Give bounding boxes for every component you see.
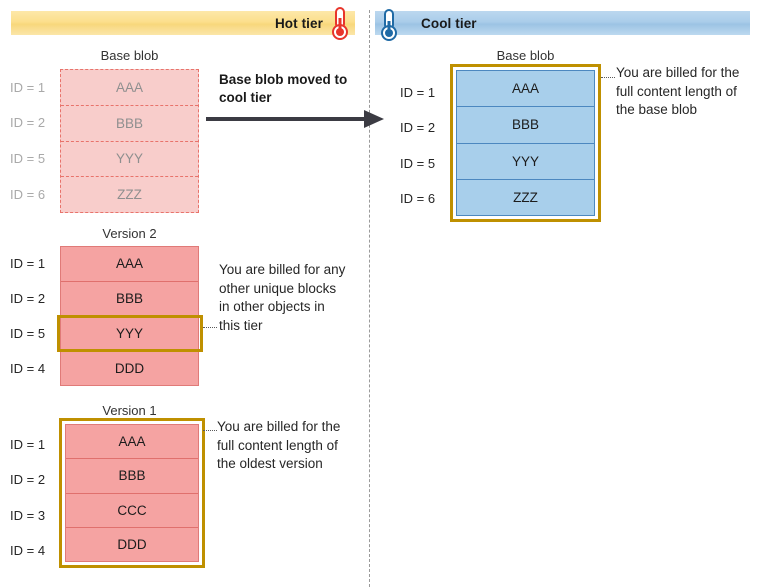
table-row: AAA <box>457 71 594 108</box>
table-row: BBB <box>61 282 198 317</box>
hot-version1-id-4: ID = 4 <box>10 543 46 558</box>
leader-line-version1 <box>203 430 217 431</box>
table-row: YYY <box>457 144 594 180</box>
annotation-version2: You are billed for any other unique bloc… <box>219 262 346 333</box>
hot-version1-id-3: ID = 3 <box>10 508 46 523</box>
annotation-cool-base: You are billed for the full content leng… <box>616 65 740 118</box>
thermometer-cool-icon <box>378 8 400 47</box>
hot-version2-table: AAA BBB YYY DDD <box>60 246 199 386</box>
table-row: AAA <box>66 425 198 460</box>
table-row: ZZZ <box>117 187 142 203</box>
table-row: ZZZ <box>513 189 538 205</box>
hot-version2-id-4: ID = 4 <box>10 361 46 376</box>
table-row: AAA <box>61 70 198 106</box>
hot-base-blob-id-4: ID = 6 <box>10 187 46 202</box>
cool-tier-label: Cool tier <box>421 15 477 31</box>
cool-base-blob-id-3: ID = 5 <box>400 156 436 171</box>
hot-base-blob-table: AAA BBB YYY ZZZ <box>60 69 199 213</box>
hot-version1-id-1: ID = 1 <box>10 437 46 452</box>
hot-base-blob-id-1: ID = 1 <box>10 80 46 95</box>
hot-base-blob-id-2: ID = 2 <box>10 115 46 130</box>
thermometer-hot-icon <box>329 6 351 47</box>
hot-version2-id-3: ID = 5 <box>10 326 46 341</box>
cool-base-blob-id-1: ID = 1 <box>400 85 436 100</box>
hot-version1-id-2: ID = 2 <box>10 472 46 487</box>
hot-version2-id-2: ID = 2 <box>10 291 46 306</box>
hot-base-blob-title: Base blob <box>100 48 159 63</box>
hot-tier-label: Hot tier <box>274 15 323 31</box>
table-row: YYY <box>61 142 198 178</box>
tier-divider <box>369 10 370 587</box>
hot-version2-id-1: ID = 1 <box>10 256 46 271</box>
cool-base-blob-table: AAA BBB YYY ZZZ <box>456 70 595 216</box>
table-row: YYY <box>61 317 198 352</box>
cool-base-blob-id-4: ID = 6 <box>400 191 436 206</box>
leader-line-version2 <box>203 327 217 328</box>
annotation-version1: You are billed for the full content leng… <box>217 419 341 472</box>
table-row: DDD <box>117 536 147 552</box>
table-row: BBB <box>457 107 594 144</box>
cool-tier-banner: Cool tier <box>375 11 750 35</box>
arrow-right-icon <box>206 108 386 135</box>
leader-line-cool-base <box>601 77 615 78</box>
cool-base-blob-id-2: ID = 2 <box>400 120 436 135</box>
table-row: CCC <box>66 494 198 528</box>
hot-version2-title: Version 2 <box>102 226 157 241</box>
hot-base-blob-id-3: ID = 5 <box>10 151 46 166</box>
arrow-caption: Base blob moved to cool tier <box>219 72 348 106</box>
table-row: BBB <box>66 459 198 494</box>
table-row: AAA <box>61 247 198 282</box>
cool-base-blob-title: Base blob <box>496 48 555 63</box>
hot-version1-table: AAA BBB CCC DDD <box>65 424 199 562</box>
hot-version1-title: Version 1 <box>102 403 157 418</box>
table-row: DDD <box>114 360 145 376</box>
hot-tier-banner: Hot tier <box>11 11 355 35</box>
table-row: BBB <box>61 106 198 142</box>
